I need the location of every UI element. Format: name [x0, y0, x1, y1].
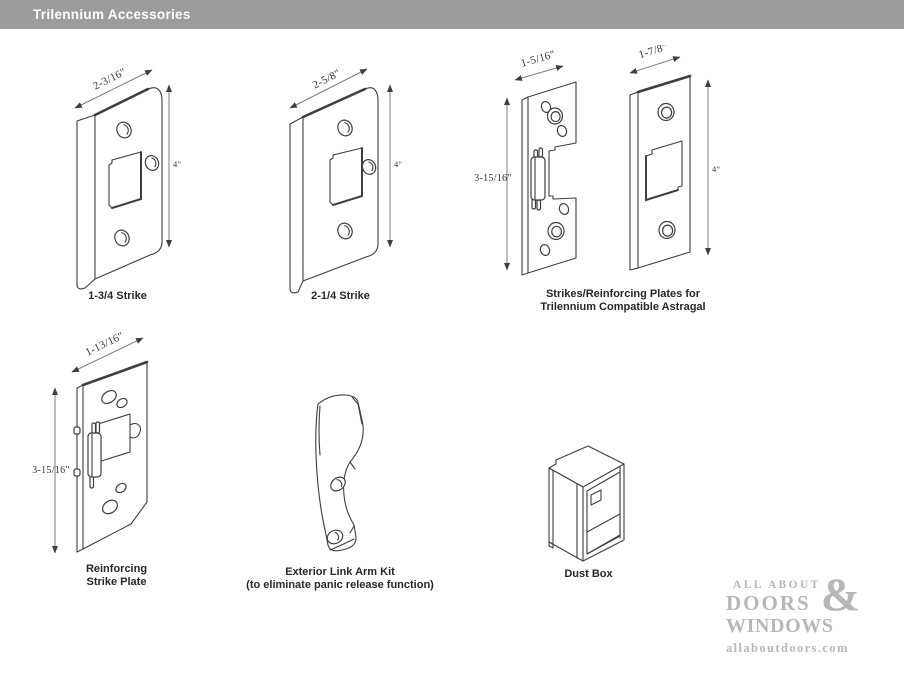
width-dimension-label: 2-3/16" — [91, 66, 128, 92]
logo-ampersand: & — [820, 569, 860, 621]
width-dimension-arrow — [74, 69, 153, 109]
width-dimension-label: 1-13/16" — [84, 330, 126, 359]
left-width-dimension-label: 1-5/16" — [520, 48, 557, 69]
left-height-dimension-label: 3-15/16" — [474, 173, 512, 184]
right-width-dimension-arrow — [629, 56, 681, 74]
astragal-strike-plate-graphic — [521, 81, 577, 276]
height-dimension-label: 4" — [173, 159, 181, 169]
figure-strike-1-3-4: 2-3/16" 4" — [55, 55, 195, 310]
dust-box-caption: Dust Box — [564, 568, 613, 580]
reinforcing-plate-graphic — [73, 360, 149, 553]
strike-1-3-4-drawing: 2-3/16" 4" — [74, 66, 181, 290]
link-arm-caption-line1: Exterior Link Arm Kit — [285, 566, 395, 578]
figure-astragal-plates: 1-5/16" 3-15/16" 1-7 — [460, 45, 725, 320]
exterior-link-arm-drawing — [315, 394, 364, 552]
astragal-caption-line2: Trilennium Compatible Astragal — [540, 300, 706, 313]
strike-plate-graphic — [289, 87, 379, 294]
dust-box-drawing — [548, 445, 625, 562]
height-dimension-label: 4" — [394, 159, 402, 169]
right-height-dimension-label: 4" — [712, 164, 720, 174]
strike-2-1-4-drawing: 2-5/8" 4" — [289, 67, 402, 294]
dust-box-graphic — [548, 445, 625, 562]
figure-dust-box — [535, 435, 645, 575]
link-arm-caption-line2: (to eliminate panic release function) — [246, 578, 434, 591]
page-title: Trilennium Accessories — [33, 7, 191, 22]
astragal-caption-line1: Strikes/Reinforcing Plates for — [545, 288, 701, 300]
astragal-caption: Strikes/Reinforcing Plates for Trilenniu… — [498, 288, 748, 313]
figure-reinforcing-strike-plate: 1-13/16" 3-15/16" — [30, 330, 195, 570]
reinforcing-strike-plate-drawing: 1-13/16" 3-15/16" — [32, 330, 149, 554]
width-dimension-arrow — [71, 337, 144, 373]
left-width-dimension-arrow — [514, 65, 564, 81]
figure-strike-2-1-4: 2-5/8" 4" — [270, 55, 410, 310]
reinforcing-caption-line1: Reinforcing — [85, 563, 148, 575]
astragal-reinforcing-plate-graphic — [629, 74, 692, 271]
strike-1-3-4-caption: 1-3/4 Strike — [88, 290, 147, 302]
logo: & ALL ABOUT DOORS WINDOWS allaboutdoors.… — [726, 572, 860, 656]
strike-2-1-4-caption: 2-1/4 Strike — [311, 290, 370, 302]
link-arm-graphic — [315, 394, 364, 552]
logo-line-windows: WINDOWS — [726, 615, 834, 637]
width-dimension-label: 2-5/8" — [311, 67, 343, 91]
logo-line-all-about: ALL ABOUT — [733, 579, 821, 591]
logo-website: allaboutdoors.com — [726, 641, 849, 655]
reinforcing-caption-line2: Strike Plate — [86, 575, 147, 588]
link-arm-caption: Exterior Link Arm Kit (to eliminate pani… — [240, 566, 440, 591]
astragal-plates-drawing: 1-5/16" 3-15/16" 1-7 — [474, 45, 720, 276]
logo-line-doors: DOORS — [726, 591, 811, 615]
right-width-dimension-label: 1-7/8" — [637, 45, 669, 61]
figure-exterior-link-arm — [280, 385, 400, 570]
height-dimension-label: 3-15/16" — [32, 465, 70, 476]
reinforcing-caption: Reinforcing Strike Plate — [54, 563, 179, 588]
strike-plate-graphic — [76, 87, 163, 290]
width-dimension-arrow — [289, 68, 368, 109]
header-bar: Trilennium Accessories — [0, 0, 904, 29]
